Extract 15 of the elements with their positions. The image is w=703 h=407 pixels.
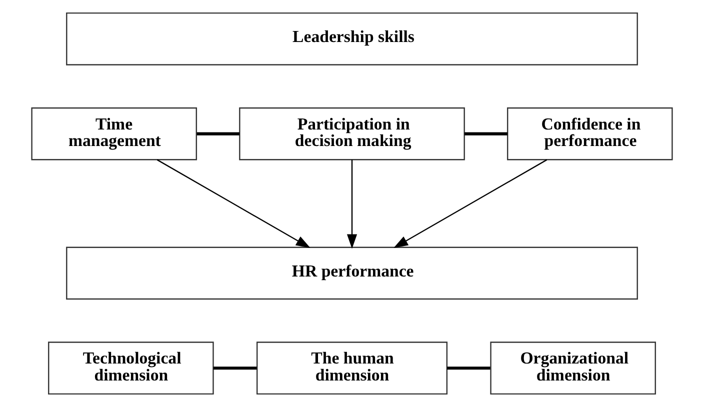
arrow (346, 160, 357, 249)
node-box: Participation in decision making (238, 107, 464, 160)
connector (212, 366, 256, 370)
node-box: Confidence in performance (506, 107, 672, 160)
node-box: The human dimension (256, 342, 448, 395)
arrow (393, 159, 547, 248)
connector (446, 366, 490, 370)
node-box: Leadership skills (66, 12, 638, 66)
node-box: Technological dimension (48, 342, 214, 395)
node-box: Time management (30, 107, 196, 160)
arrow (156, 159, 310, 248)
node-box: HR performance (66, 246, 638, 300)
node-box: Organizational dimension (490, 342, 656, 395)
connector (464, 132, 508, 136)
connector (196, 132, 240, 136)
